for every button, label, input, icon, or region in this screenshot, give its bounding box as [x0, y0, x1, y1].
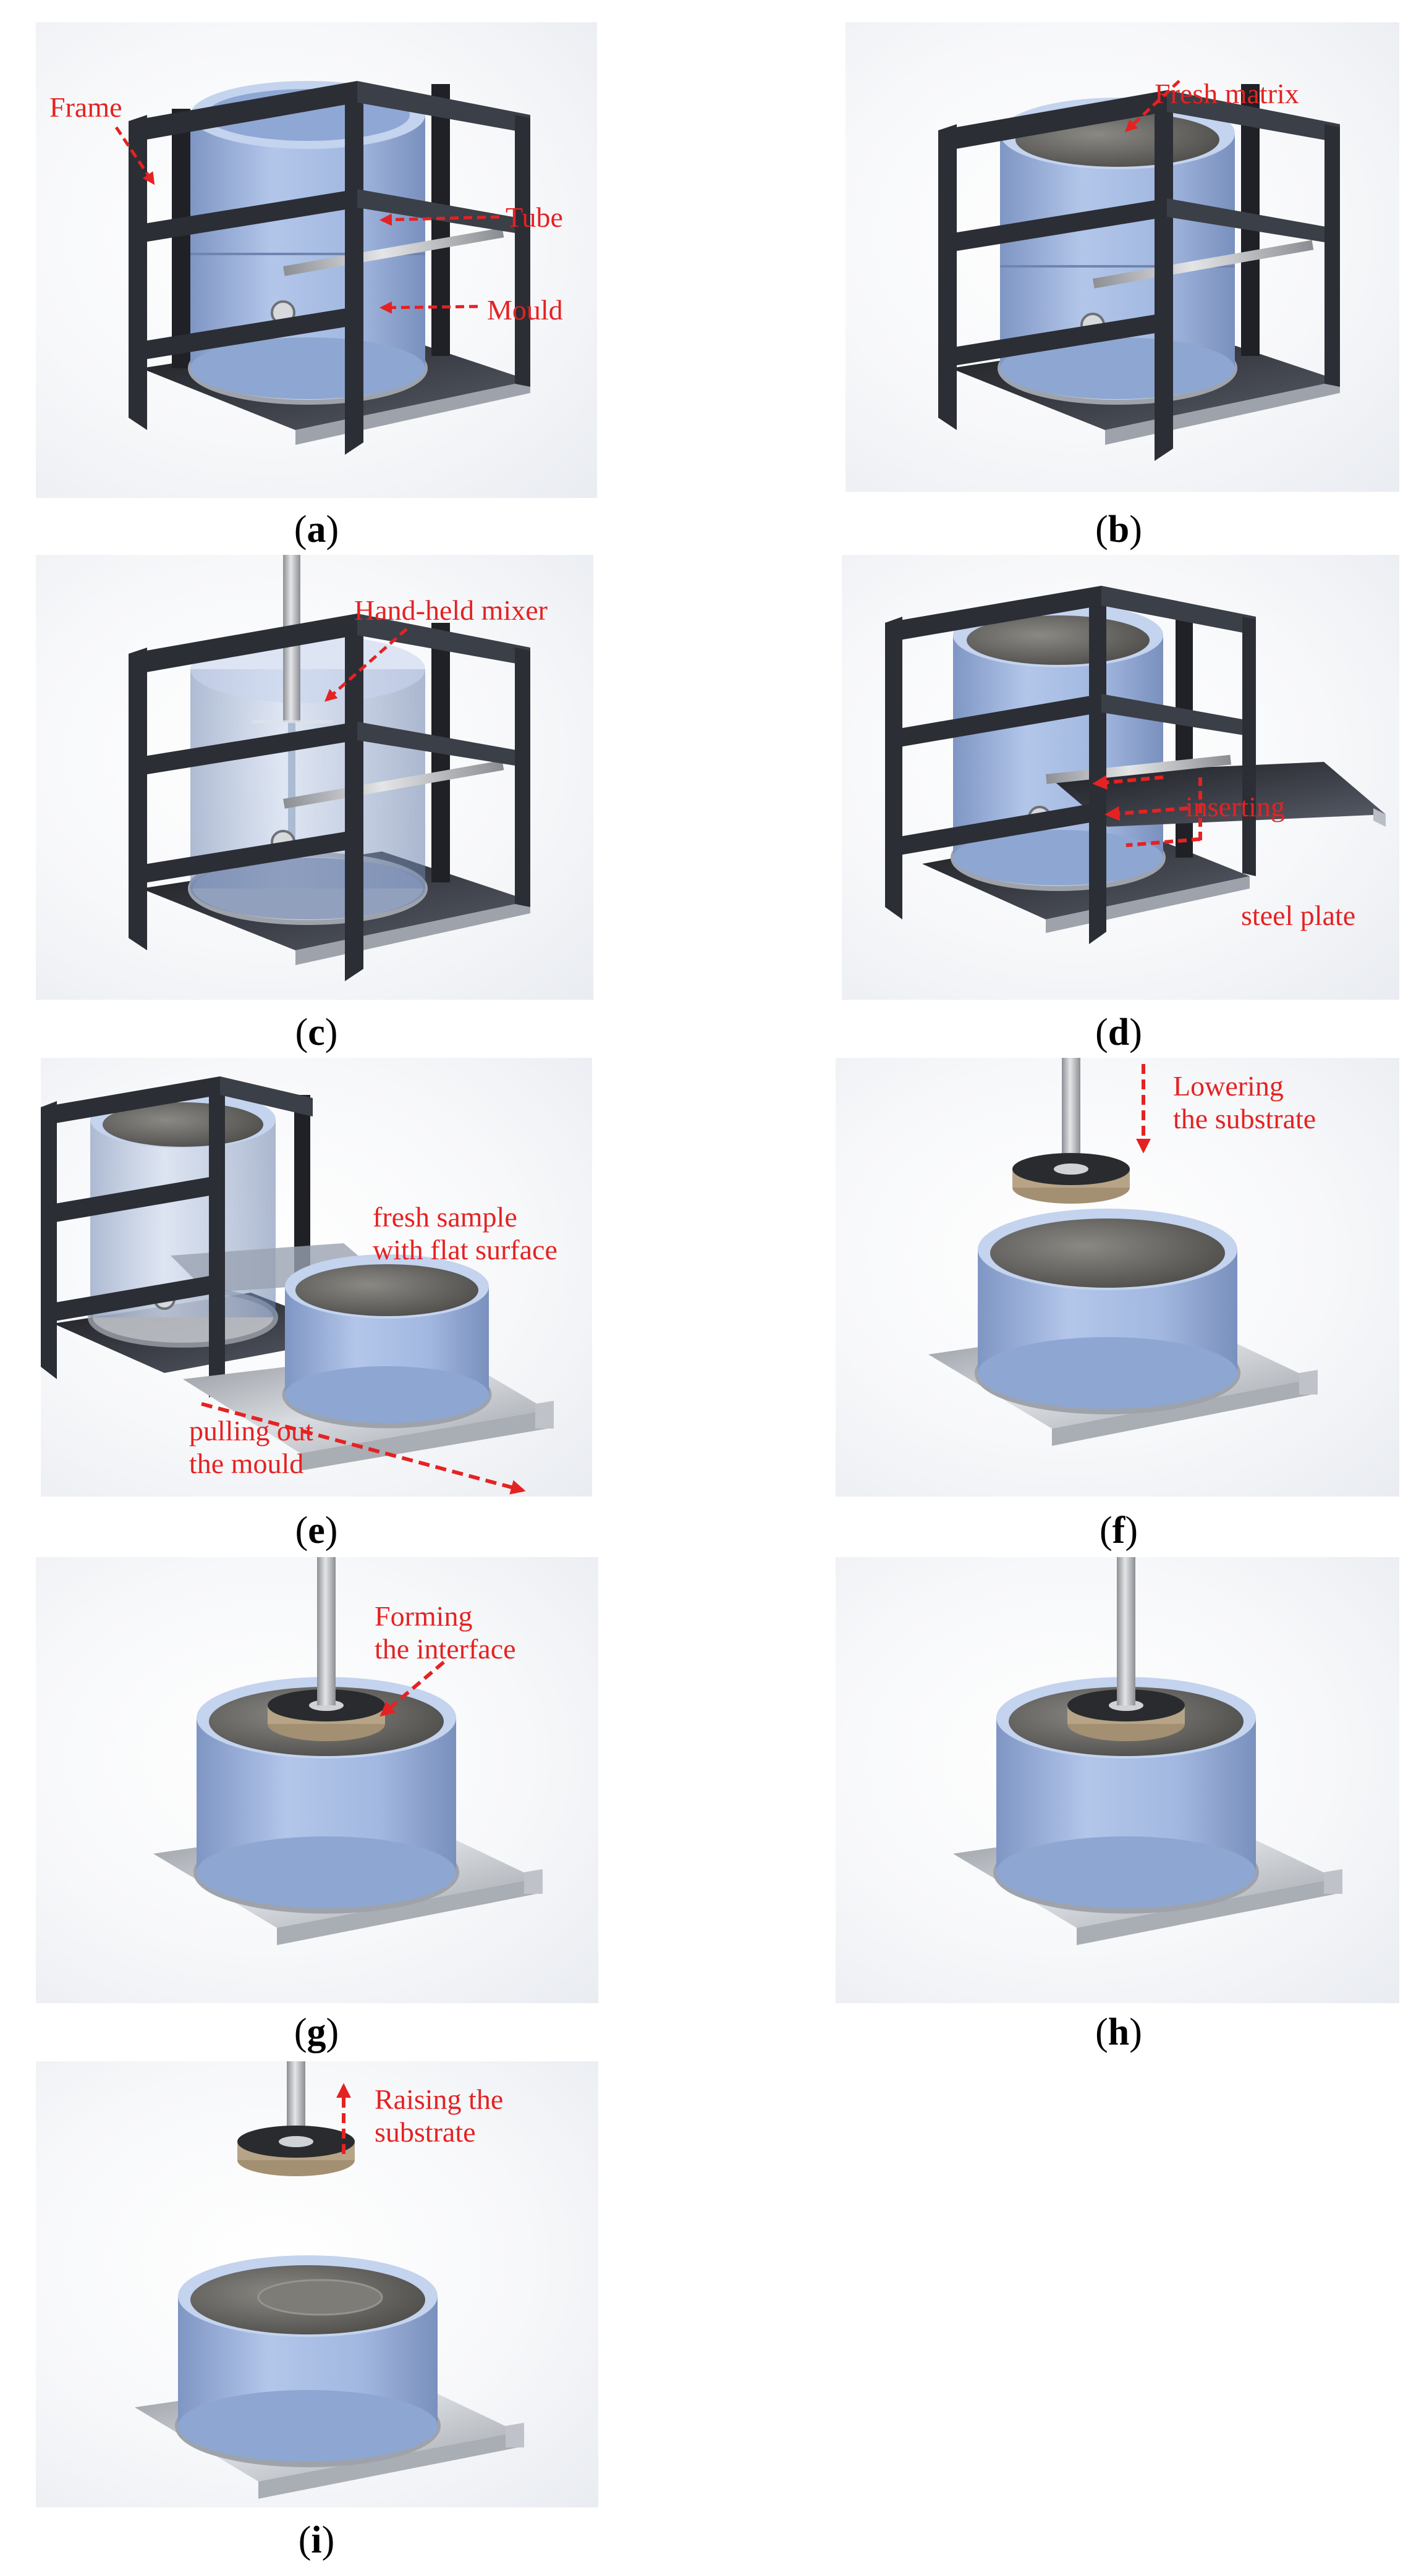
- label-raising: Raising the substrate: [375, 2084, 503, 2149]
- label-fresh-matrix: Fresh matrix: [1155, 78, 1299, 109]
- caption-b: (b): [1095, 509, 1142, 551]
- label-pulling-line2: the mould: [189, 1447, 304, 1479]
- label-fresh-sample-line2: with flat surface: [373, 1233, 557, 1265]
- panel-g: Forming the interface: [36, 1557, 598, 2003]
- label-fresh-sample: fresh sample with flat surface: [373, 1201, 557, 1267]
- label-steel-plate: steel plate: [1241, 900, 1356, 931]
- panel-e: fresh sample with flat surface pulling o…: [41, 1058, 592, 1497]
- curing-illustration: [953, 1557, 1342, 1945]
- panel-d: inserting steel plate: [842, 555, 1399, 1000]
- panel-f: Lowering the substrate: [836, 1058, 1399, 1497]
- label-inserting: inserting: [1185, 791, 1285, 822]
- panel-c: Hand-held mixer: [36, 555, 593, 1000]
- label-forming-line2: the interface: [375, 1632, 516, 1665]
- label-lowering: Lowering the substrate: [1173, 1070, 1316, 1136]
- panel-a: Frame Tube Mould: [36, 22, 597, 498]
- caption-f: (f): [1100, 1510, 1138, 1552]
- caption-h: (h): [1095, 2011, 1142, 2053]
- label-forming: Forming the interface: [375, 1600, 516, 1666]
- label-hand-held-mixer: Hand-held mixer: [354, 594, 548, 626]
- mixing-illustration: [129, 555, 530, 981]
- label-lowering-line2: the substrate: [1173, 1102, 1316, 1134]
- inserting-plate-illustration: [885, 586, 1386, 944]
- caption-i: (i): [298, 2519, 335, 2561]
- label-frame: Frame: [49, 91, 122, 123]
- pulling-mould-illustration: [41, 1076, 554, 1495]
- label-raising-line1: Raising the: [375, 2084, 504, 2115]
- forming-interface-illustration: [153, 1557, 543, 1945]
- label-lowering-line1: Lowering: [1173, 1070, 1284, 1102]
- caption-d: (d): [1095, 1011, 1142, 1054]
- label-pulling-out: pulling out the mould: [189, 1415, 313, 1480]
- panel-b: Fresh matrix: [846, 22, 1399, 492]
- label-pulling-line1: pulling out: [189, 1415, 313, 1446]
- frame-assembly-illustration: [114, 81, 530, 455]
- caption-e: (e): [295, 1510, 338, 1552]
- caption-g: (g): [294, 2011, 339, 2053]
- label-tube: Tube: [506, 201, 563, 233]
- lowering-substrate-illustration: [928, 1058, 1318, 1446]
- panel-i: Raising the substrate: [36, 2061, 598, 2507]
- label-raising-line2: substrate: [375, 2116, 476, 2148]
- caption-a: (a): [294, 509, 339, 551]
- caption-c: (c): [295, 1011, 338, 1054]
- label-fresh-sample-line1: fresh sample: [373, 1201, 517, 1233]
- panel-h: [836, 1557, 1399, 2003]
- label-mould: Mould: [487, 294, 563, 326]
- raising-substrate-illustration: [135, 2061, 524, 2499]
- frame-with-matrix-illustration: [938, 80, 1340, 461]
- label-forming-line1: Forming: [375, 1600, 473, 1632]
